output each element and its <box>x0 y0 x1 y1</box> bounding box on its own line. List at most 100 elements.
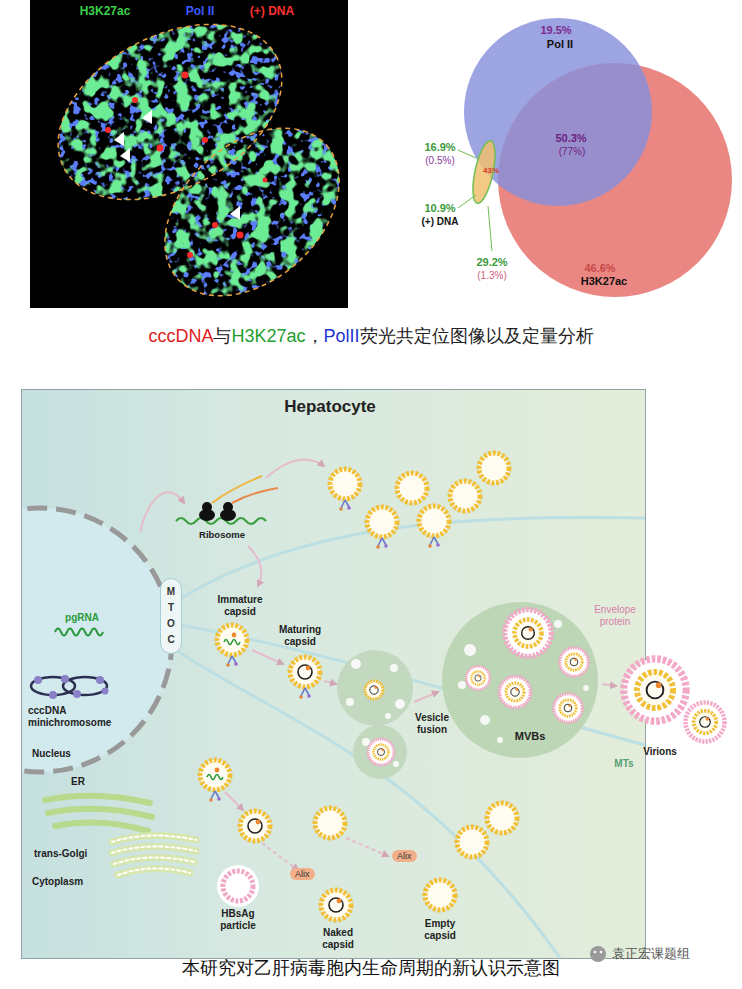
part-label: Nucleus <box>32 748 71 760</box>
virion <box>686 703 725 742</box>
virion <box>624 659 725 742</box>
caption-line: cccDNA与H3K27ac，PolII荧光共定位图像以及定量分析 <box>148 326 593 347</box>
leader-line <box>458 150 476 158</box>
ribosome <box>176 518 266 524</box>
vesicle <box>353 725 407 779</box>
vesicle <box>365 681 383 699</box>
dna-dot <box>157 145 164 152</box>
mvb-shape <box>554 620 562 628</box>
part-label: Immature capsid <box>217 594 262 617</box>
percent-label: 19.5% <box>540 24 571 37</box>
vesicle <box>390 664 398 672</box>
capsid <box>450 481 480 511</box>
alix-tag: Alix <box>290 868 315 880</box>
part-label: Maturing capsid <box>279 624 321 647</box>
capsid <box>321 890 351 920</box>
vesicle <box>365 681 383 699</box>
pointer-arrowhead <box>142 110 152 124</box>
mvb-shape <box>480 715 490 725</box>
wechat-icon <box>600 951 603 954</box>
capsid <box>397 473 427 503</box>
dna-dot <box>105 127 111 133</box>
capsid <box>428 537 440 548</box>
vesicle <box>351 659 361 669</box>
part-label: MTOC <box>166 584 176 648</box>
nucleus: Nucleus <box>0 505 175 775</box>
mvb-shape <box>464 644 476 656</box>
figure-caption: 本研究对乙肝病毒胞内生命周期的新认识示意图 <box>182 958 560 979</box>
mvb-shape <box>458 681 466 689</box>
er <box>45 796 152 831</box>
capsid <box>200 453 517 920</box>
capsid <box>367 507 397 537</box>
caption-run: ， <box>306 326 324 346</box>
venn-set-label: H3K27ac <box>581 275 627 288</box>
dna-dot <box>182 72 189 79</box>
caption-run: PolII <box>324 326 360 346</box>
fluorescence-panel: H3K27acPol II(+) DNA <box>30 0 348 308</box>
part-label: Naked capsid <box>322 927 354 950</box>
ribosome <box>232 488 278 503</box>
channel-label: (+) DNA <box>250 5 294 19</box>
golgi <box>112 835 196 875</box>
flow-arrow <box>225 792 243 810</box>
dna-dot <box>263 178 268 183</box>
microtubule <box>176 650 560 958</box>
virion <box>637 672 673 708</box>
er <box>48 809 152 817</box>
nucleus-outline <box>132 95 348 308</box>
panel-title: Hepatocyte <box>284 397 376 417</box>
mvb-shape <box>560 648 589 677</box>
nucleus-stain <box>30 0 348 308</box>
capsid <box>419 506 449 536</box>
virion <box>686 703 725 742</box>
percent-label: 50.3% <box>555 132 586 145</box>
virion <box>624 659 686 721</box>
dna-dot <box>105 72 268 259</box>
caption-run: 与 <box>213 326 231 346</box>
percent-label: 43% <box>483 166 499 175</box>
flow-arrow <box>266 460 324 478</box>
nucleus-outline <box>30 0 312 235</box>
capsid <box>290 657 320 687</box>
capsid <box>315 808 345 838</box>
leader-line <box>458 195 476 208</box>
nucleus-shape <box>0 508 172 772</box>
mvb-shape <box>499 676 530 707</box>
dna-dot <box>212 222 218 228</box>
nucleus-outline <box>30 0 348 308</box>
ribosome <box>212 476 262 503</box>
pgrna-strand <box>55 629 103 636</box>
flow-arrow <box>262 843 298 870</box>
fluorescence-image <box>30 0 348 308</box>
capsid <box>217 625 247 655</box>
mvb-shape <box>560 648 589 677</box>
cccdna-minichromosome <box>102 688 109 695</box>
alix-tag: Alix <box>392 850 417 862</box>
vesicle <box>395 699 405 709</box>
flow-arrow <box>140 492 184 532</box>
cccdna-minichromosome <box>34 675 109 699</box>
cccdna-minichromosome <box>73 690 81 698</box>
part-label: HBsAg particle <box>220 908 256 931</box>
dna-dot <box>202 137 208 143</box>
part-label: Empty capsid <box>424 918 456 941</box>
vesicle <box>346 698 354 706</box>
part-label: ER <box>71 776 85 788</box>
golgi <box>112 835 196 875</box>
ribosome <box>202 502 212 512</box>
cccdna-minichromosome <box>63 677 107 695</box>
mvb-shape <box>554 694 583 723</box>
percent-label: (0.5%) <box>425 155 454 167</box>
pointer-arrowhead <box>114 110 240 220</box>
cccdna-minichromosome <box>96 676 104 684</box>
cccdna-minichromosome <box>31 675 109 699</box>
part-label: MVBs <box>515 730 546 743</box>
part-label: Vesicle fusion <box>415 712 449 735</box>
dna-dot <box>187 252 193 258</box>
virion <box>694 711 717 734</box>
wechat-icon <box>590 946 606 962</box>
hbsag-particle <box>217 865 259 907</box>
percent-label: (1.3%) <box>477 270 506 282</box>
